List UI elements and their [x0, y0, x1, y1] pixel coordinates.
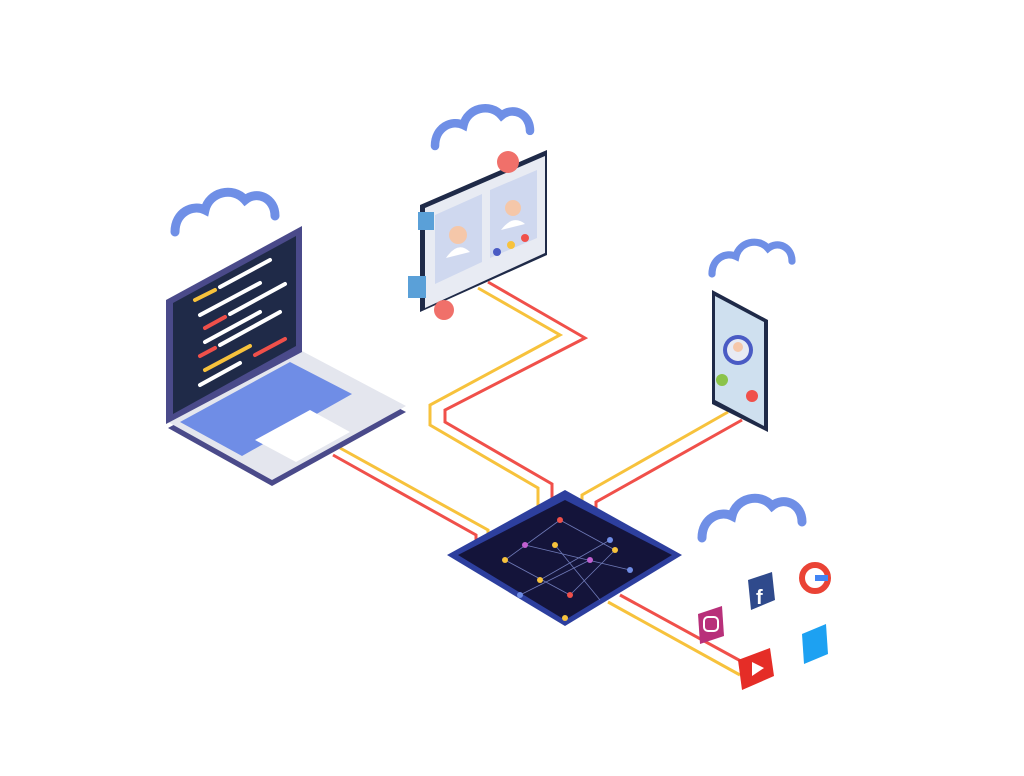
twitter-icon [802, 624, 828, 664]
like-icon [418, 212, 434, 230]
play-icon [434, 300, 454, 320]
video-call-icon [408, 150, 547, 320]
laptop-icon [166, 226, 406, 486]
smartphone-icon [712, 290, 768, 432]
svg-text:f: f [756, 587, 763, 609]
cloud-icon [702, 498, 802, 558]
star-icon [408, 276, 426, 298]
wires [332, 280, 749, 677]
cloud-icon [175, 192, 275, 252]
cloud-icon [712, 242, 792, 290]
heart-icon [497, 151, 519, 173]
google-icon [799, 562, 831, 594]
instagram-icon [698, 606, 724, 644]
youtube-icon [738, 648, 774, 690]
facebook-icon: f [748, 572, 775, 610]
network-hub-icon [447, 490, 682, 626]
